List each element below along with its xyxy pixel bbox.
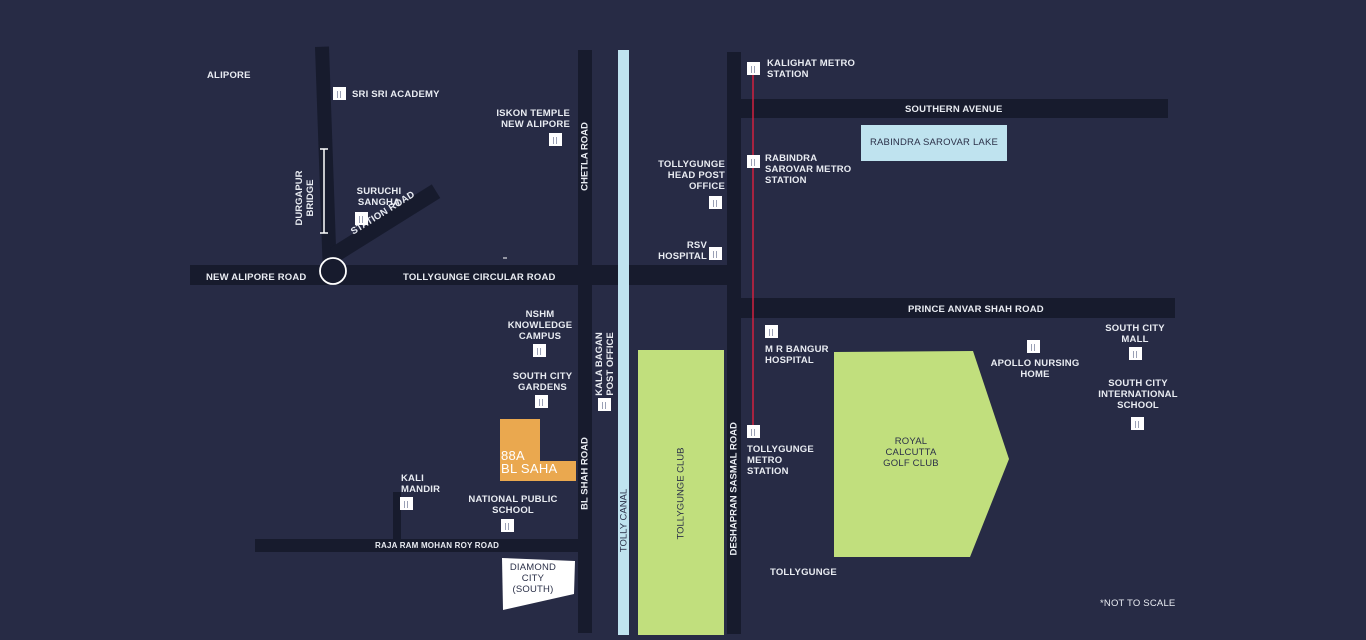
kali-mandir-icon [400, 497, 413, 510]
tollygunge-head-post-office-icon [709, 196, 722, 209]
rabindra-sarovar-lake-area [861, 125, 1007, 161]
apollo-nursing-home-icon [1027, 340, 1040, 353]
kalighat-metro-label: KALIGHAT METRO STATION [767, 58, 856, 80]
iskon-temple-label: ISKON TEMPLE NEW ALIPORE [496, 108, 570, 130]
alipore-label: ALIPORE [207, 70, 251, 81]
iskon-temple-icon [549, 133, 562, 146]
tollygunge-head-post-office-label: TOLLYGUNGE HEAD POST OFFICE [658, 159, 725, 192]
south-city-gardens-icon [535, 395, 548, 408]
project-label: 88A BL SAHA [501, 449, 558, 475]
raja-ram-mohan-roy-road-label: RAJA RAM MOHAN ROY ROAD [375, 541, 500, 550]
rabindra-sarovar-metro-label: RABINDRA SAROVAR METRO STATION [765, 153, 852, 186]
tollygunge-circular-road-label: TOLLYGUNGE CIRCULAR ROAD [403, 272, 556, 283]
south-city-mall-label: SOUTH CITY MALL [1105, 323, 1165, 345]
tollygunge-metro-label: TOLLYGUNGE METRO STATION [747, 444, 814, 477]
tollygunge-label: TOLLYGUNGE [770, 567, 837, 578]
chetla-road-label: CHETLA ROAD [579, 122, 591, 191]
roundabout [319, 257, 347, 285]
south-city-gardens-label: SOUTH CITY GARDENS [512, 371, 573, 393]
south-city-international-school-icon [1131, 417, 1144, 430]
diamond-city-label: DIAMOND CITY (SOUTH) [509, 562, 557, 595]
project-site [500, 419, 576, 481]
durgapur-bridge-label: DURGAPUR BRIDGE [294, 170, 316, 226]
southern-avenue-label: SOUTHERN AVENUE [905, 104, 1003, 115]
new-alipore-road-label: NEW ALIPORE ROAD [206, 272, 307, 283]
suruchi-sangha-icon [355, 212, 368, 225]
south-city-international-school-label: SOUTH CITY INTERNATIONAL SCHOOL [1098, 378, 1178, 411]
national-public-school-icon [501, 519, 514, 532]
diamond-city-area [502, 558, 575, 610]
project-label-line1: 88A [501, 448, 526, 463]
prince-anvar-shah-road [738, 298, 1175, 318]
not-to-scale-note: *NOT TO SCALE [1100, 598, 1176, 609]
nshm-campus-label: NSHM KNOWLEDGE CAMPUS [507, 309, 573, 342]
tollygunge-metro-icon [747, 425, 760, 438]
raja-ram-mohan-roy-road [255, 539, 585, 552]
kala-bagan-post-office-label: KALA BAGAN POST OFFICE [594, 332, 616, 396]
suruchi-sangha-label: SURUCHI SANGHA [356, 186, 402, 208]
sri-sri-academy-label: SRI SRI ACADEMY [352, 89, 440, 100]
kala-bagan-post-office-icon [598, 398, 611, 411]
nshm-campus-icon [533, 344, 546, 357]
national-public-school-label: NATIONAL PUBLIC SCHOOL [468, 494, 558, 516]
southern-avenue [738, 99, 1168, 118]
deshapran-sasmal-road [727, 52, 741, 634]
tolly-canal-label: TOLLY CANAL [618, 488, 630, 553]
tolly-canal [618, 50, 629, 635]
golf-club-area [834, 351, 1009, 557]
royal-calcutta-golf-club-label: ROYAL CALCUTTA GOLF CLUB [883, 436, 939, 469]
kalighat-metro-icon [747, 62, 760, 75]
mr-bangur-hospital-icon [765, 325, 778, 338]
project-label-line2: BL SAHA [501, 461, 558, 476]
deshapran-sasmal-road-label: DESHAPRAN SASMAL ROAD [728, 422, 740, 556]
mr-bangur-hospital-label: M R BANGUR HOSPITAL [765, 344, 829, 366]
rsv-hospital-icon [709, 247, 722, 260]
bl-shah-road-label: BL SHAH ROAD [579, 437, 591, 510]
kali-mandir-label: KALI MANDIR [401, 473, 441, 495]
rsv-hospital-label: RSV HOSPITAL [658, 240, 707, 262]
tollygunge-club-area [638, 350, 724, 635]
prince-anvar-shah-road-label: PRINCE ANVAR SHAH ROAD [908, 304, 1044, 315]
apollo-nursing-home-label: APOLLO NURSING HOME [990, 358, 1080, 380]
rabindra-sarovar-metro-icon [747, 155, 760, 168]
tollygunge-club-label: TOLLYGUNGE CLUB [675, 447, 687, 540]
kali-mandir-lane [393, 492, 401, 542]
rabindra-sarovar-lake-label: RABINDRA SAROVAR LAKE [869, 137, 999, 148]
chetla-road [578, 50, 592, 633]
south-city-mall-icon [1129, 347, 1142, 360]
sri-sri-academy-icon [333, 87, 346, 100]
